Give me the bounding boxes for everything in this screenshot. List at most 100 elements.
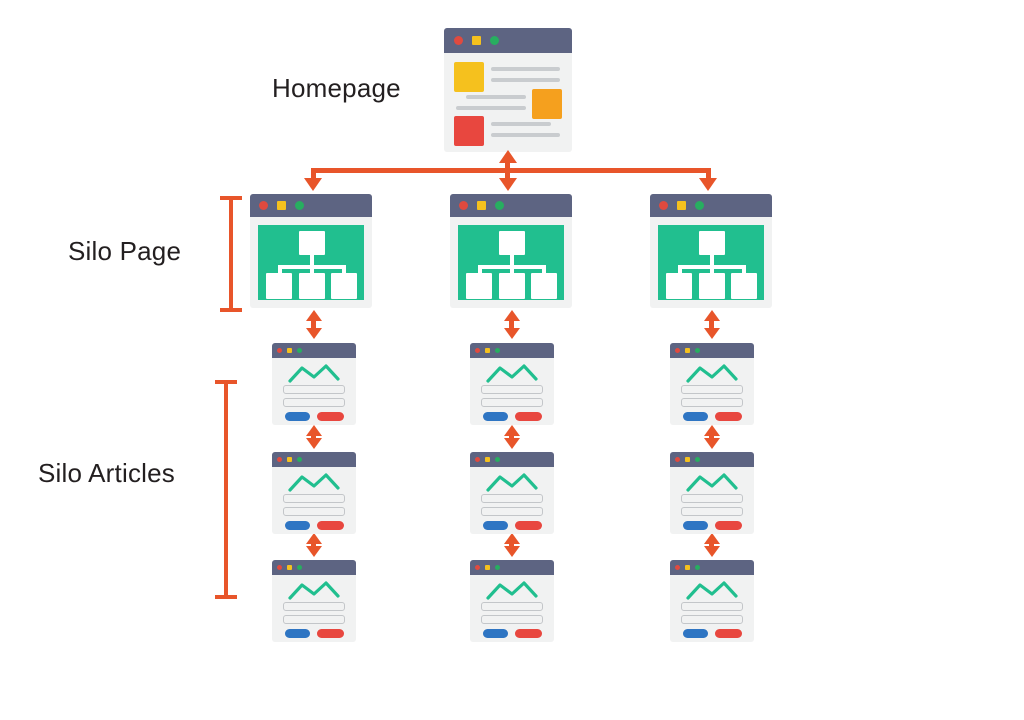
sitemap-child-node [699,273,725,299]
sitemap-edge-branch [678,265,682,275]
article-window-c2-r3[interactable] [470,560,554,642]
article-text-row [283,615,345,624]
article-window-c3-r2[interactable] [670,452,754,534]
minimize-dot-icon [287,457,292,462]
window-titlebar [670,343,754,358]
article-window-c1-r2[interactable] [272,452,356,534]
article-window-c3-r3[interactable] [670,560,754,642]
secondary-action-pill[interactable] [715,629,742,638]
sitemap-edge-branch [278,265,282,275]
sitemap-edge-branch [310,265,314,275]
article-window-c1-r3[interactable] [272,560,356,642]
article-text-row [283,385,345,394]
maximize-dot-icon [495,201,504,210]
article-window-c2-r1[interactable] [470,343,554,425]
arrow-head-down [504,438,520,449]
arrow-head-up [704,310,720,321]
close-dot-icon [475,457,480,462]
close-dot-icon [475,565,480,570]
secondary-action-pill[interactable] [515,521,542,530]
primary-action-pill[interactable] [483,521,508,530]
secondary-action-pill[interactable] [317,521,344,530]
maximize-dot-icon [695,201,704,210]
sitemap-edge-vertical [710,255,714,269]
arrow-head-up [306,310,322,321]
secondary-action-pill[interactable] [715,412,742,421]
arrow-head-up [306,533,322,544]
sitemap-child-node [666,273,692,299]
arrow-shaft [509,433,514,440]
arrow-head-up [704,533,720,544]
secondary-action-pill[interactable] [317,412,344,421]
arrow-head-down [504,328,520,339]
silo-page-window-2[interactable] [450,194,572,308]
article-text-row [283,494,345,503]
maximize-dot-icon [295,201,304,210]
window-titlebar [470,560,554,575]
secondary-action-pill[interactable] [515,412,542,421]
primary-action-pill[interactable] [683,412,708,421]
article-content [470,575,554,642]
primary-action-pill[interactable] [483,629,508,638]
sitemap-icon [258,225,364,300]
minimize-dot-icon [472,36,481,45]
close-dot-icon [675,348,680,353]
article-window-c2-r2[interactable] [470,452,554,534]
article-text-row [283,507,345,516]
arrow-shaft [709,433,714,440]
close-dot-icon [277,565,282,570]
arrow-head-up [504,425,520,436]
primary-action-pill[interactable] [285,629,310,638]
horizontal-connector-bus [311,168,711,173]
sitemap-root-node [299,231,325,255]
article-content [272,358,356,425]
minimize-dot-icon [485,348,490,353]
homepage-window[interactable] [444,28,572,152]
primary-action-pill[interactable] [483,412,508,421]
window-titlebar [444,28,572,53]
primary-action-pill[interactable] [683,521,708,530]
chart-line-icon [486,581,538,600]
article-window-c3-r1[interactable] [670,343,754,425]
arrow-shaft [311,541,316,548]
article-text-row [481,385,543,394]
secondary-action-pill[interactable] [515,629,542,638]
chart-line-icon [686,364,738,383]
primary-action-pill[interactable] [285,521,310,530]
minimize-dot-icon [677,201,686,210]
article-window-c1-r1[interactable] [272,343,356,425]
arrow-shaft [709,541,714,548]
text-line [491,122,551,126]
minimize-dot-icon [485,565,490,570]
sitemap-child-node [731,273,757,299]
arrow-down-to-silo-1 [304,178,322,191]
article-text-row [481,602,543,611]
window-titlebar [450,194,572,217]
close-dot-icon [259,201,268,210]
arrow-head-down [504,546,520,557]
arrow-head-down [704,546,720,557]
maximize-dot-icon [490,36,499,45]
secondary-action-pill[interactable] [317,629,344,638]
minimize-dot-icon [277,201,286,210]
silo-page-window-1[interactable] [250,194,372,308]
primary-action-pill[interactable] [285,412,310,421]
connector-stub-right [706,168,711,180]
sitemap-edge-branch [478,265,482,275]
label-silo-articles: Silo Articles [38,458,175,488]
text-line [456,106,526,110]
arrow-head-down [306,328,322,339]
sitemap-child-node [266,273,292,299]
close-dot-icon [277,348,282,353]
minimize-dot-icon [287,348,292,353]
close-dot-icon [675,457,680,462]
minimize-dot-icon [685,457,690,462]
primary-action-pill[interactable] [683,629,708,638]
secondary-action-pill[interactable] [715,521,742,530]
maximize-dot-icon [297,348,302,353]
window-titlebar [272,452,356,467]
window-titlebar [470,343,554,358]
silo-page-window-3[interactable] [650,194,772,308]
arrow-shaft [505,160,510,182]
